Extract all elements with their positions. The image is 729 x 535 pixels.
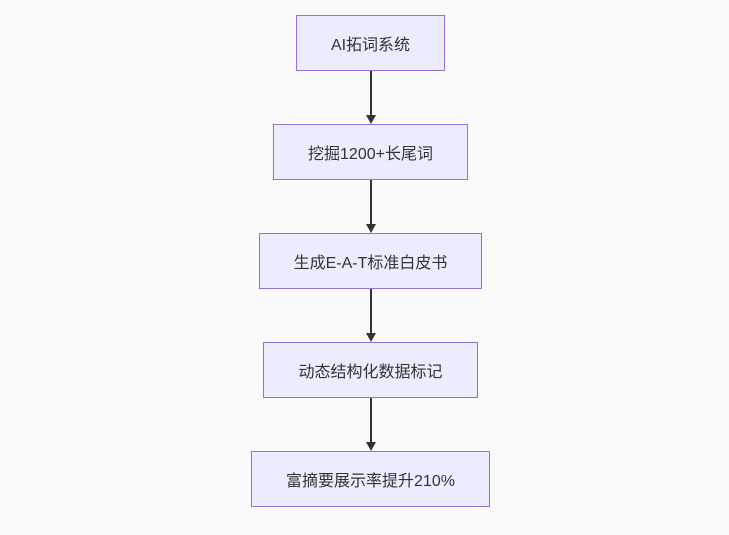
flow-node-ai-system: AI拓词系统 <box>295 15 446 71</box>
flow-node-label: AI拓词系统 <box>330 37 411 54</box>
arrow-down-connector <box>365 398 377 451</box>
flowchart-column: AI拓词系统 挖掘1200+长尾词 生成E-A-T标准白皮书 动态结构化数据标记 <box>6 15 729 507</box>
arrow-line <box>369 180 372 224</box>
flow-node-label: 挖掘1200+长尾词 <box>308 146 433 163</box>
arrow-line <box>369 398 372 442</box>
arrow-line <box>369 71 372 115</box>
arrowhead-down-icon <box>365 333 376 342</box>
flow-node-label: 生成E-A-T标准白皮书 <box>293 255 448 272</box>
flow-node-longtail-mining: 挖掘1200+长尾词 <box>273 124 468 180</box>
arrow-line <box>369 289 372 333</box>
flow-node-label: 动态结构化数据标记 <box>298 364 443 381</box>
arrowhead-down-icon <box>365 224 376 233</box>
arrow-down-connector <box>365 71 377 124</box>
flow-node-label: 富摘要展示率提升210% <box>286 473 455 490</box>
flow-node-eat-whitepaper: 生成E-A-T标准白皮书 <box>258 233 483 289</box>
flow-node-rich-snippet-result: 富摘要展示率提升210% <box>251 451 490 507</box>
flow-node-structured-data: 动态结构化数据标记 <box>263 342 478 398</box>
arrow-down-connector <box>365 180 377 233</box>
arrow-down-connector <box>365 289 377 342</box>
arrowhead-down-icon <box>365 115 376 124</box>
arrowhead-down-icon <box>365 442 376 451</box>
